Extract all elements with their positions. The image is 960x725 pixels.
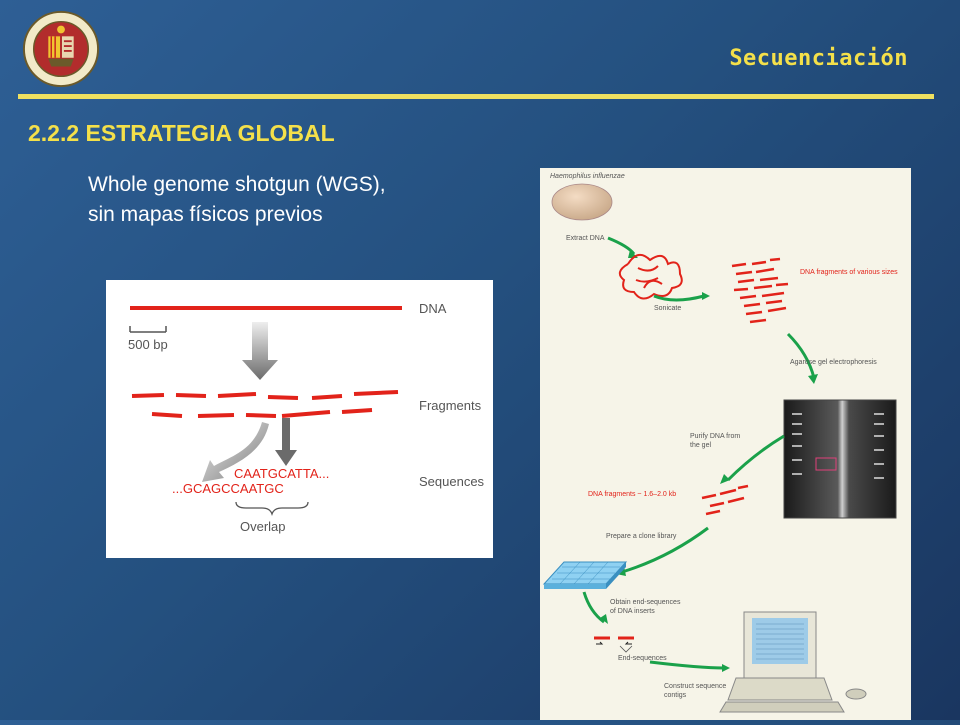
arrow-7: [649, 660, 725, 670]
sequence-top: CAATGCATTA...: [234, 466, 329, 481]
wgs-workflow-figure: Haemophilus influenzae Extract DNA Sonic…: [540, 168, 911, 720]
step-agarose-gel: Agarose gel electrophoresis: [790, 359, 877, 366]
subtitle-line-2: sin mapas físicos previos: [88, 203, 323, 226]
arrow-2: [653, 294, 705, 302]
section-subtitle: Whole genome shotgun (WGS), sin mapas fí…: [88, 170, 386, 230]
straight-arrow-icon: [275, 418, 297, 466]
tangled-dna: [618, 253, 683, 300]
step-extract-dna: Extract DNA: [566, 235, 605, 242]
arrow-1: [607, 236, 636, 255]
scale-label: 500 bp: [128, 337, 168, 352]
label-sequences: Sequences: [419, 474, 485, 489]
step-sonicate: Sonicate: [654, 305, 681, 312]
fragments-row-2: [151, 408, 373, 418]
label-fragments-size: DNA fragments ~ 1.6–2.0 kb: [588, 491, 676, 498]
arrow-5: [621, 526, 709, 574]
curved-arrow-icon: [202, 422, 269, 482]
end-sequence-reads: [594, 636, 634, 653]
step-construct-2: contigs: [664, 692, 687, 699]
overlap-label: Overlap: [240, 519, 286, 534]
organism-label: Haemophilus influenzae: [550, 173, 625, 180]
gel-selection-box: [815, 457, 837, 471]
subtitle-line-1: Whole genome shotgun (WGS),: [88, 173, 386, 196]
step-clone-library: Prepare a clone library: [606, 533, 677, 540]
step-purify-1: Purify DNA from: [690, 433, 740, 440]
label-dna-fragments: DNA fragments of various sizes: [800, 269, 898, 276]
arrow-6: [582, 591, 605, 624]
down-arrow-icon: [242, 322, 278, 380]
arrow-4: [726, 434, 785, 482]
scale-bar: [129, 326, 167, 333]
label-end-sequences: End-sequences: [618, 655, 667, 662]
computer-icon: [719, 611, 867, 713]
label-dna: DNA: [419, 301, 447, 316]
section-heading: 2.2.2 ESTRATEGIA GLOBAL: [28, 120, 335, 146]
header-title: Secuenciación: [729, 46, 908, 71]
university-seal-logo: [22, 10, 100, 88]
dna-fragments-scatter: [731, 257, 789, 324]
step-obtain-1: Obtain end-sequences: [610, 599, 681, 606]
bacterium-cell: [551, 183, 613, 221]
sized-fragments: [701, 484, 749, 516]
label-fragments: Fragments: [419, 398, 482, 413]
fragments-row-1: [131, 390, 399, 400]
shotgun-diagram-figure: DNA 500 bp: [106, 280, 493, 558]
agarose-gel-image: [783, 399, 897, 519]
step-construct-1: Construct sequence: [664, 683, 726, 690]
sequence-bottom: ...GCAGCCAATGC: [172, 481, 284, 496]
microplate-icon: [542, 561, 628, 589]
gel-ladder-bands: [792, 413, 884, 479]
step-obtain-2: of DNA inserts: [610, 608, 655, 615]
arrow-3: [786, 332, 816, 379]
header-divider: [18, 94, 934, 99]
overlap-brace: [235, 501, 309, 517]
step-purify-2: the gel: [690, 442, 711, 449]
